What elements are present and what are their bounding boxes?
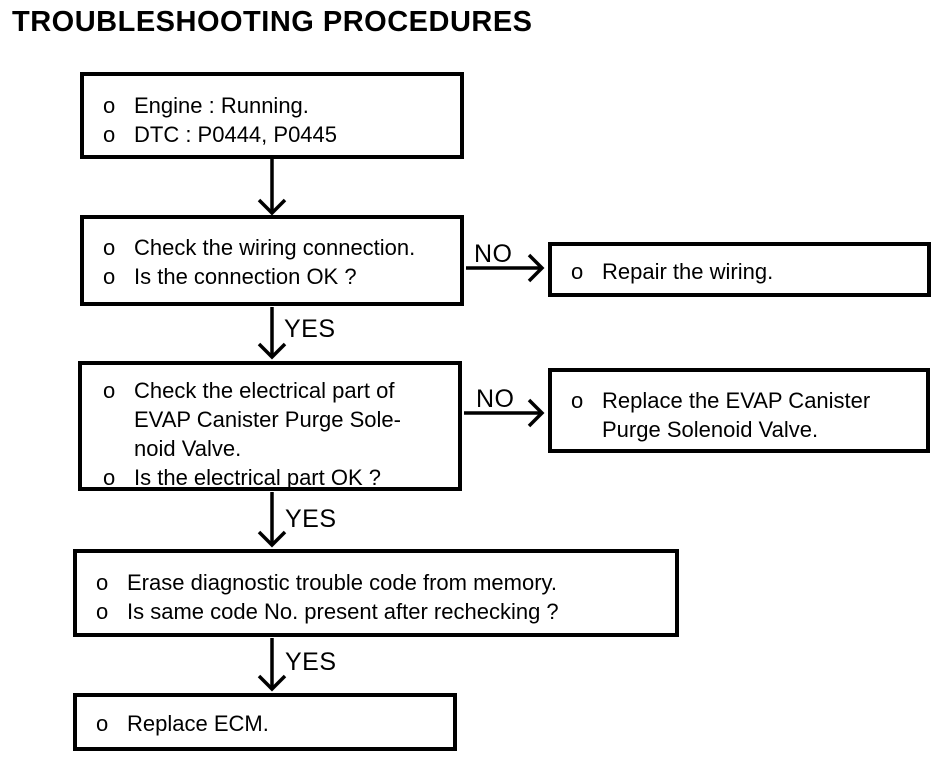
list-item: o Erase diagnostic trouble code from mem… xyxy=(96,568,675,597)
box-text: Replace the EVAP Canister xyxy=(602,388,871,413)
list-item: o Is same code No. present after recheck… xyxy=(96,597,675,626)
flow-box-start: o Engine : Running. o DTC : P0444, P0445 xyxy=(80,72,464,159)
edge-label-yes-3: YES xyxy=(285,648,337,676)
flow-box-replace-ecm: o Replace ECM. xyxy=(73,693,457,751)
bullet-marker: o xyxy=(103,378,116,403)
box-text: Is same code No. present after recheckin… xyxy=(127,599,559,624)
arrow-yes-to-erase-code xyxy=(257,492,287,548)
list-item: o Check the electrical part of xyxy=(103,376,458,405)
box-text: EVAP Canister Purge Sole- xyxy=(134,407,401,432)
list-item: o Replace the EVAP Canister xyxy=(571,386,926,415)
box-text: Purge Solenoid Valve. xyxy=(602,417,819,442)
bullet-marker: o xyxy=(103,465,116,490)
box-text: noid Valve. xyxy=(134,436,242,461)
box-text: Is the electrical part OK ? xyxy=(134,465,381,490)
box-text: Repair the wiring. xyxy=(602,259,774,284)
bullet-marker: o xyxy=(103,93,116,118)
list-item: EVAP Canister Purge Sole- xyxy=(103,405,458,434)
bullet-spacer xyxy=(103,434,134,463)
flow-box-replace-valve: o Replace the EVAP Canister Purge Soleno… xyxy=(548,368,930,453)
bullet-marker: o xyxy=(103,235,116,260)
edge-label-no-2: NO xyxy=(476,385,515,413)
bullet-marker: o xyxy=(103,122,116,147)
edge-label-yes-2: YES xyxy=(285,505,337,533)
bullet-marker: o xyxy=(571,259,584,284)
arrow-yes-to-replace-ecm xyxy=(257,638,287,692)
bullet-spacer xyxy=(103,405,134,434)
list-item: o Is the electrical part OK ? xyxy=(103,463,458,492)
list-item: o Engine : Running. xyxy=(103,91,460,120)
box-text: DTC : P0444, P0445 xyxy=(134,122,338,147)
list-item: o Is the connection OK ? xyxy=(103,262,460,291)
bullet-marker: o xyxy=(96,711,109,736)
flow-box-erase-code: o Erase diagnostic trouble code from mem… xyxy=(73,549,679,637)
edge-label-no-1: NO xyxy=(474,240,513,268)
box-text: Is the connection OK ? xyxy=(134,264,357,289)
flow-box-check-electrical: o Check the electrical part of EVAP Cani… xyxy=(78,361,462,491)
bullet-marker: o xyxy=(571,388,584,413)
edge-label-yes-1: YES xyxy=(284,315,336,343)
list-item: o Replace ECM. xyxy=(96,709,453,738)
bullet-marker: o xyxy=(96,599,109,624)
arrow-yes-to-check-electrical xyxy=(257,307,287,360)
box-text: Replace ECM. xyxy=(127,711,269,736)
list-item: Purge Solenoid Valve. xyxy=(571,415,926,444)
box-text: Check the electrical part of xyxy=(134,378,395,403)
bullet-marker: o xyxy=(96,570,109,595)
bullet-marker: o xyxy=(103,264,116,289)
arrow-start-to-check-wiring xyxy=(257,159,287,216)
bullet-spacer xyxy=(571,415,602,444)
flow-box-check-wiring: o Check the wiring connection. o Is the … xyxy=(80,215,464,306)
list-item: o Repair the wiring. xyxy=(571,257,927,286)
flow-box-repair-wiring: o Repair the wiring. xyxy=(548,242,931,297)
list-item: o Check the wiring connection. xyxy=(103,233,460,262)
page-title: TROUBLESHOOTING PROCEDURES xyxy=(12,6,533,38)
list-item: o DTC : P0444, P0445 xyxy=(103,120,460,149)
list-item: noid Valve. xyxy=(103,434,458,463)
box-text: Erase diagnostic trouble code from memor… xyxy=(127,570,557,595)
box-text: Engine : Running. xyxy=(134,93,309,118)
box-text: Check the wiring connection. xyxy=(134,235,416,260)
